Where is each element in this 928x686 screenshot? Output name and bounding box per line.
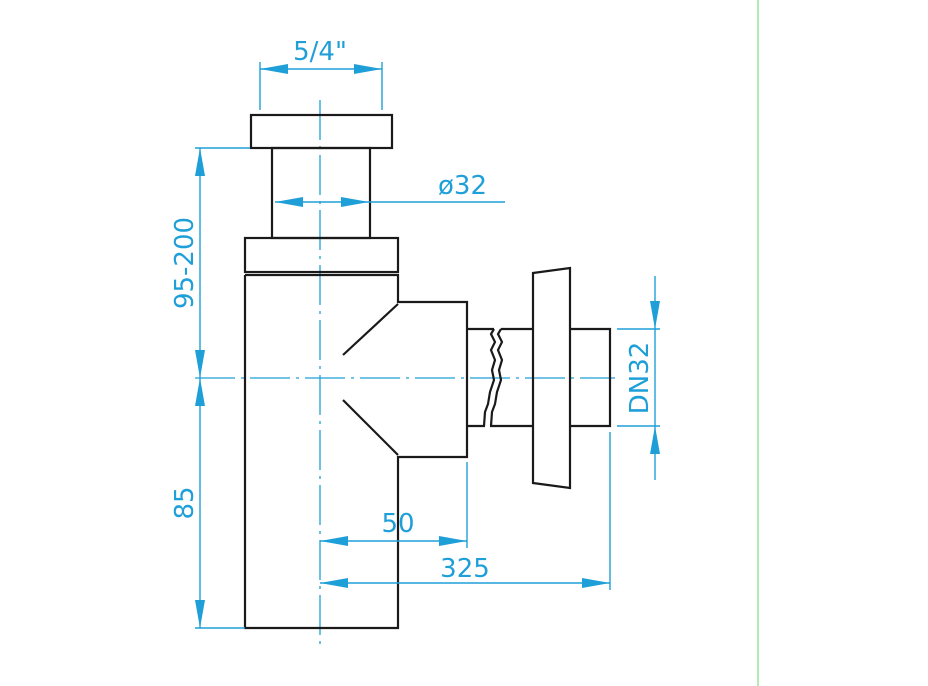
label-outlet-length: 325 [440, 554, 490, 584]
dim-outlet-size [617, 276, 660, 480]
label-top-thread: 5/4" [293, 37, 347, 67]
dim-heights [195, 147, 250, 629]
dim-inlet-diameter [275, 197, 505, 207]
label-upper-height: 95-200 [170, 217, 200, 309]
inner-edge-lower [342, 399, 399, 456]
label-lower-height: 85 [170, 486, 200, 519]
dim-top-thread [259, 62, 383, 110]
collar-ring [243, 236, 400, 274]
top-cap [249, 113, 394, 150]
outlet-pipe [467, 266, 612, 490]
wall-flange [531, 266, 572, 490]
label-inlet-diameter: ø32 [438, 171, 487, 201]
trap-bottle [243, 273, 469, 630]
inner-edge-upper [342, 303, 399, 356]
dim-outlet-offset [320, 462, 468, 548]
label-outlet-offset: 50 [381, 509, 414, 539]
trap-body [243, 113, 469, 630]
label-outlet-size: DN32 [625, 342, 655, 415]
outlet-tail [570, 327, 612, 428]
inlet-neck [270, 146, 372, 240]
dim-outlet-length [320, 432, 611, 590]
